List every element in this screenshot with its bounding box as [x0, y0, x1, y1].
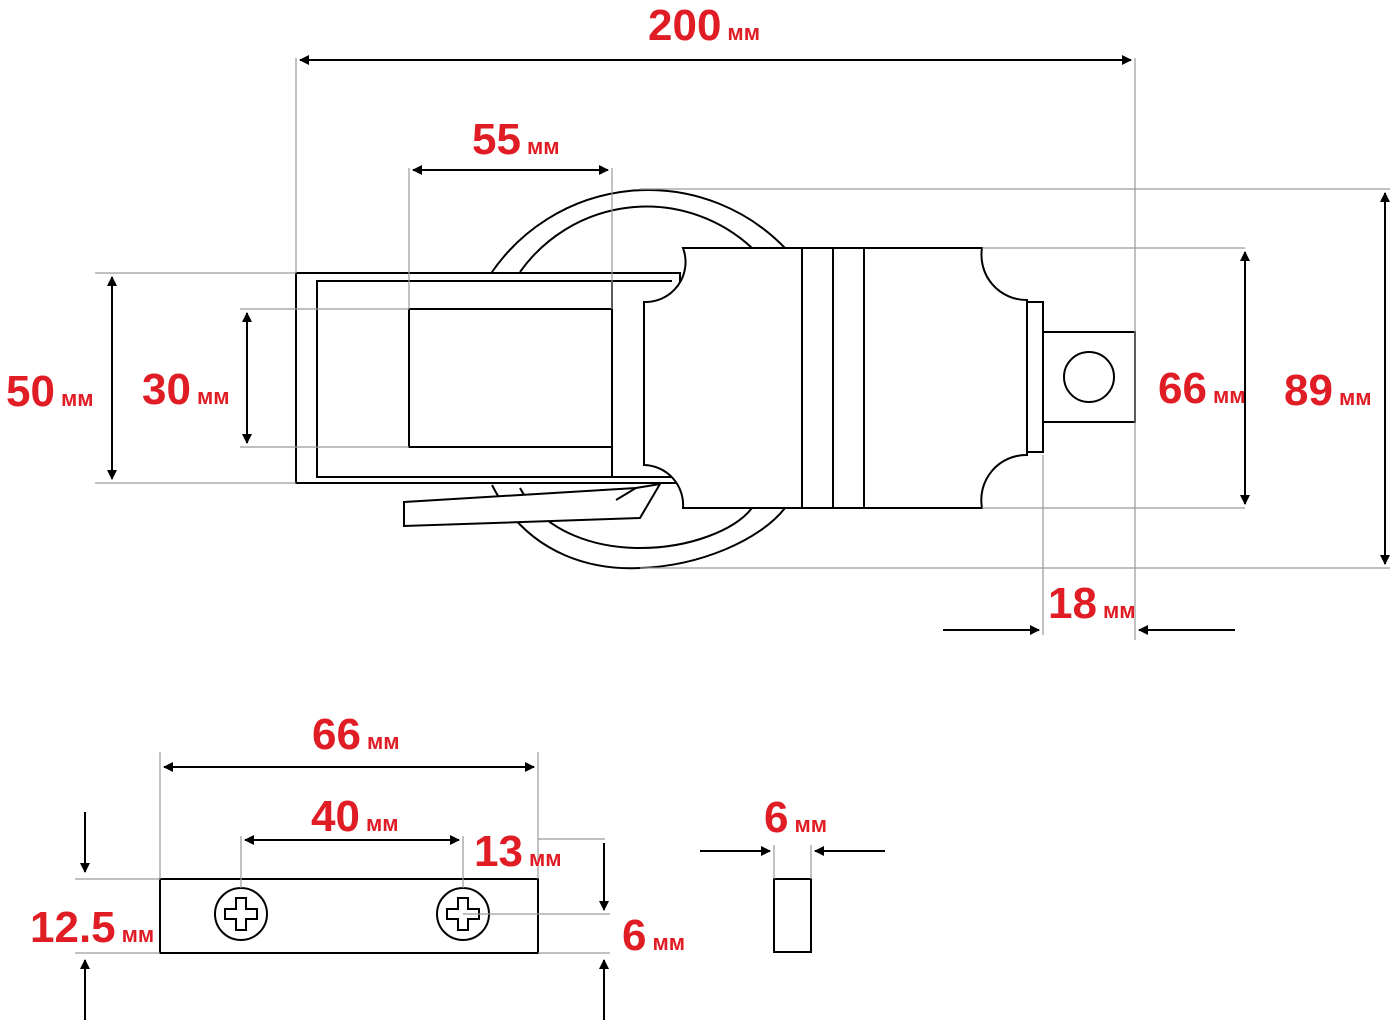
lever-handle [403, 482, 662, 528]
slot [408, 308, 613, 448]
latch-body [643, 247, 1028, 509]
tongue-hole [1063, 351, 1115, 403]
extension-lines-keeper [75, 752, 812, 954]
latch-ring-lower [491, 484, 786, 570]
base-plate-inner [316, 280, 672, 478]
dimension-arrows-keeper [80, 762, 885, 1020]
keeper-front-view [159, 878, 812, 954]
dimension-arrows-top [107, 55, 1390, 635]
extension-lines-top [95, 58, 1390, 640]
latch-ring [489, 189, 786, 276]
screw-icon [214, 887, 268, 941]
tongue-flange [1026, 301, 1044, 453]
latch-top-view [295, 189, 1136, 570]
keeper-side [773, 878, 812, 953]
latch-ring-inner [519, 205, 753, 273]
